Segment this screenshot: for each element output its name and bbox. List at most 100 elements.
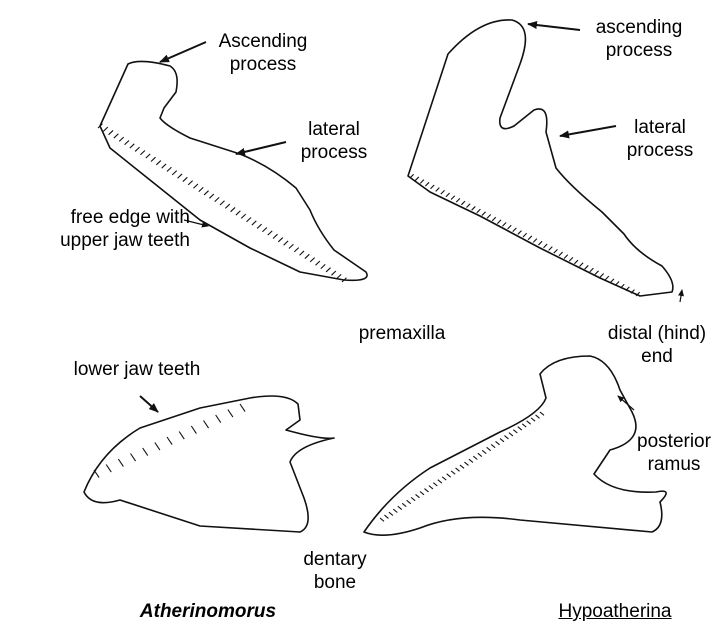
tooth-mark: [436, 188, 440, 192]
tooth-mark: [574, 260, 578, 264]
tooth-mark: [482, 450, 486, 453]
arrow-lateral-right: [560, 126, 616, 136]
label-lateral-process-right: lateral process: [612, 116, 708, 162]
tooth-mark: [199, 187, 203, 191]
tooth-mark: [294, 248, 298, 252]
tooth-mark: [143, 448, 148, 456]
tooth-mark: [605, 276, 609, 280]
tooth-mark: [191, 426, 196, 434]
tooth-mark: [425, 182, 429, 186]
tooth-mark: [118, 459, 123, 467]
tooth-mark: [300, 251, 304, 255]
tooth-mark: [240, 404, 245, 412]
tooth-mark: [446, 193, 450, 197]
tooth-mark: [456, 198, 460, 202]
tooth-mark: [402, 503, 406, 506]
tooth-mark: [518, 231, 522, 235]
label-free-edge: free edge with upper jaw teeth: [6, 206, 190, 252]
tooth-mark: [447, 474, 451, 477]
tooth-mark: [590, 268, 594, 272]
tooth-mark: [580, 263, 584, 267]
tooth-mark: [472, 206, 476, 210]
label-ascending-process-left: Ascending process: [204, 30, 322, 76]
tooth-mark: [284, 241, 288, 245]
tooth-mark: [431, 185, 435, 189]
tooth-mark: [438, 480, 442, 483]
tooth-mark: [473, 456, 477, 459]
tooth-mark: [315, 261, 319, 265]
tooth-mark: [331, 271, 335, 275]
tooth-mark: [220, 201, 224, 205]
tooth-mark: [384, 515, 388, 518]
tooth-mark: [407, 500, 411, 503]
tooth-mark: [131, 454, 136, 462]
tooth-mark: [522, 424, 526, 427]
tooth-mark: [600, 273, 604, 277]
tooth-mark: [247, 217, 251, 221]
tooth-mark: [477, 209, 481, 213]
tooth-mark: [513, 228, 517, 232]
tooth-mark: [389, 512, 393, 515]
tooth-mark: [533, 239, 537, 243]
tooth-mark: [416, 494, 420, 497]
tooth-mark: [393, 509, 397, 512]
tooth-mark: [167, 437, 172, 445]
tooth-mark: [183, 177, 187, 181]
tooth-mark: [456, 468, 460, 471]
tooth-mark: [492, 217, 496, 221]
tooth-mark: [398, 506, 402, 509]
tooth-mark: [204, 191, 208, 195]
tooth-mark: [549, 247, 553, 251]
tooth-mark: [469, 459, 473, 462]
tooth-mark: [491, 444, 495, 447]
tooth-mark: [487, 447, 491, 450]
tooth-mark: [125, 140, 129, 144]
arrow-posterior-ramus: [618, 396, 634, 410]
tooth-mark: [569, 257, 573, 261]
tooth-mark: [538, 241, 542, 245]
tooth-mark: [429, 486, 433, 489]
arrow-lateral-left: [236, 142, 286, 154]
tooth-mark: [442, 477, 446, 480]
tooth-mark: [595, 271, 599, 275]
tooth-mark: [130, 144, 134, 148]
arrow-distal-end: [680, 290, 682, 302]
tooth-mark: [615, 282, 619, 286]
tooth-mark: [167, 167, 171, 171]
tooth-mark: [610, 279, 614, 283]
tooth-mark: [420, 492, 424, 495]
lower-jaw-teeth-left: [94, 404, 245, 478]
tooth-mark: [451, 196, 455, 200]
tooth-mark: [585, 265, 589, 269]
tooth-mark: [380, 518, 384, 521]
tooth-mark: [478, 453, 482, 456]
tooth-mark: [411, 497, 415, 500]
tooth-mark: [497, 220, 501, 224]
lower-jaw-teeth-right: [380, 412, 544, 521]
tooth-mark: [564, 255, 568, 259]
tooth-mark: [496, 441, 500, 444]
dentary-right-outline: [364, 356, 666, 535]
arrow-lower-jaw-teeth: [140, 396, 158, 412]
tooth-mark: [461, 201, 465, 205]
tooth-mark: [467, 204, 471, 208]
label-premaxilla: premaxilla: [342, 322, 462, 345]
tooth-mark: [109, 130, 113, 134]
tooth-mark: [103, 127, 107, 131]
label-posterior-ramus: posterior ramus: [626, 430, 722, 476]
tooth-mark: [441, 190, 445, 194]
tooth-mark: [326, 268, 330, 272]
tooth-mark: [278, 238, 282, 242]
tooth-mark: [464, 462, 468, 465]
tooth-mark: [155, 443, 160, 451]
tooth-mark: [500, 439, 504, 442]
tooth-mark: [502, 223, 506, 227]
upper-jaw-teeth-right: [410, 174, 640, 296]
tooth-mark: [540, 412, 544, 415]
tooth-mark: [415, 177, 419, 181]
tooth-mark: [262, 228, 266, 232]
tooth-mark: [193, 184, 197, 188]
tooth-mark: [114, 134, 118, 138]
